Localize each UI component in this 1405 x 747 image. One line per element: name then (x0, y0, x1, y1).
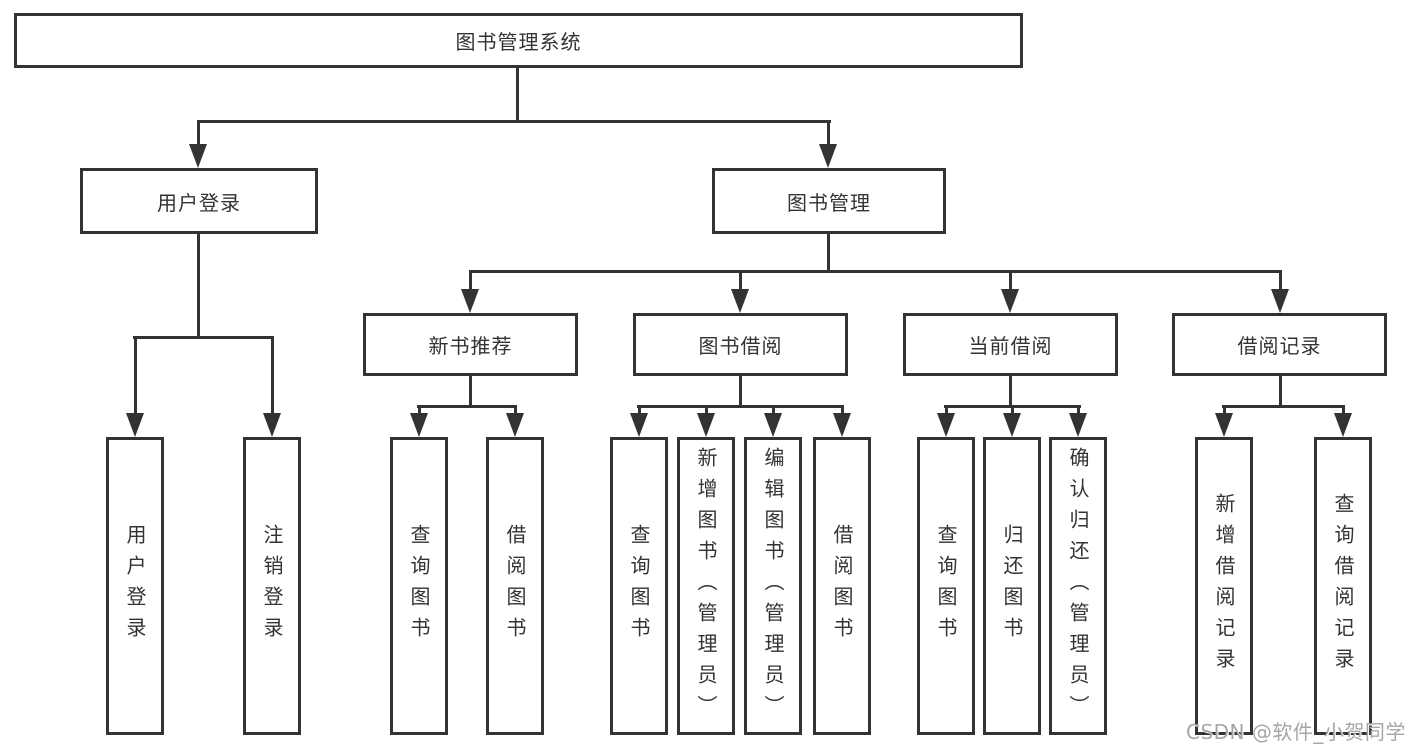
node-current-borrow-label: 当前借阅 (968, 334, 1053, 358)
connector-to-logout (271, 336, 274, 416)
arrow-head-cb-return-books (1003, 413, 1021, 437)
leaf-nbr-query-books-label: 查询图书 (407, 524, 431, 648)
arrow-head-nbr-borrow-books (506, 413, 524, 437)
connector-root-trunk (516, 68, 519, 123)
connector-to-current-borrow (1009, 270, 1012, 292)
connector-to-login (134, 336, 137, 416)
leaf-cb-query-books: 查询图书 (917, 437, 975, 735)
connector-to-book-borrow (739, 270, 742, 292)
node-user-login: 用户登录 (80, 168, 318, 234)
connector-br-split (1222, 405, 1345, 408)
leaf-cb-return-books-label: 归还图书 (1000, 524, 1024, 648)
csdn-watermark: CSDN @软件_小贺同学 (1186, 720, 1405, 744)
connector-to-cb-confirm-return (1077, 405, 1080, 415)
arrow-head-book-management (819, 144, 837, 168)
connector-to-book-management (827, 120, 830, 148)
leaf-br-add-record-label: 新增借阅记录 (1212, 493, 1236, 679)
leaf-br-add-record: 新增借阅记录 (1195, 437, 1253, 735)
arrow-head-borrow-records (1271, 289, 1289, 313)
leaf-logout-label: 注销登录 (260, 524, 284, 648)
node-current-borrow: 当前借阅 (903, 313, 1118, 376)
leaf-cb-return-books: 归还图书 (983, 437, 1041, 735)
node-borrow-records-label: 借阅记录 (1237, 334, 1322, 358)
leaf-nbr-borrow-books-label: 借阅图书 (503, 524, 527, 648)
arrow-head-book-borrow (731, 289, 749, 313)
arrow-head-cb-query-books (937, 413, 955, 437)
leaf-bb-add-books-admin: 新增图书（管理员） (677, 437, 735, 735)
connector-to-bb-query-books (638, 405, 641, 415)
connector-bb-split (637, 405, 844, 408)
arrow-head-new-book-recommend (461, 289, 479, 313)
arrow-head-br-query-record (1334, 413, 1352, 437)
connector-user-login-trunk (197, 233, 200, 339)
arrow-head-bb-add-books (697, 413, 715, 437)
leaf-cb-confirm-return-admin: 确认归还（管理员） (1049, 437, 1107, 735)
leaf-nbr-borrow-books: 借阅图书 (486, 437, 544, 735)
node-book-management-label: 图书管理 (787, 190, 871, 215)
connector-br-trunk (1279, 376, 1282, 408)
connector-to-br-add-record (1223, 405, 1226, 415)
connector-to-new-book-recommend (469, 270, 472, 292)
leaf-user-login-label: 用户登录 (123, 524, 147, 648)
connector-to-user-login (197, 120, 200, 148)
leaf-bb-add-books-admin-label: 新增图书（管理员） (694, 446, 718, 726)
leaf-br-query-record-label: 查询借阅记录 (1331, 493, 1355, 679)
leaf-bb-borrow-books: 借阅图书 (813, 437, 871, 735)
connector-user-login-split (133, 336, 274, 339)
node-user-login-label: 用户登录 (157, 190, 241, 215)
node-borrow-records: 借阅记录 (1172, 313, 1387, 376)
leaf-bb-query-books-label: 查询图书 (627, 524, 651, 648)
connector-to-borrow-records (1279, 270, 1282, 292)
arrow-head-current-borrow (1001, 289, 1019, 313)
connector-root-split (197, 120, 831, 123)
connector-book-management-split (469, 270, 1282, 273)
arrow-head-bb-query-books (630, 413, 648, 437)
connector-nbr-trunk (469, 376, 472, 408)
leaf-user-login: 用户登录 (106, 437, 164, 735)
connector-nbr-split (417, 405, 517, 408)
node-book-borrow-label: 图书借阅 (698, 334, 783, 358)
node-book-management: 图书管理 (712, 168, 946, 234)
connector-to-nbr-borrow-books (514, 405, 517, 415)
arrow-head-user-login (189, 144, 207, 168)
connector-to-bb-edit-books (772, 405, 775, 415)
connector-to-nbr-query-books (418, 405, 421, 415)
node-root-library-management-system: 图书管理系统 (14, 13, 1023, 68)
node-book-borrow: 图书借阅 (633, 313, 848, 376)
arrow-head-br-add-record (1215, 413, 1233, 437)
arrow-head-login (126, 413, 144, 437)
leaf-bb-borrow-books-label: 借阅图书 (830, 524, 854, 648)
arrow-head-bb-edit-books (764, 413, 782, 437)
leaf-cb-confirm-return-admin-label: 确认归还（管理员） (1066, 446, 1090, 726)
connector-to-bb-borrow-books (841, 405, 844, 415)
connector-to-cb-return-books (1011, 405, 1014, 415)
arrow-head-bb-borrow-books (833, 413, 851, 437)
leaf-cb-query-books-label: 查询图书 (934, 524, 958, 648)
node-root-label: 图书管理系统 (455, 30, 582, 54)
leaf-logout: 注销登录 (243, 437, 301, 735)
node-new-book-recommend-label: 新书推荐 (428, 334, 513, 358)
connector-cb-trunk (1009, 376, 1012, 408)
connector-to-br-query-record (1342, 405, 1345, 415)
arrow-head-cb-confirm-return (1069, 413, 1087, 437)
connector-bb-trunk (739, 376, 742, 408)
connector-to-bb-add-books (705, 405, 708, 415)
leaf-bb-query-books: 查询图书 (610, 437, 668, 735)
arrow-head-nbr-query-books (410, 413, 428, 437)
leaf-bb-edit-books-admin: 编辑图书（管理员） (744, 437, 802, 735)
connector-book-management-trunk (827, 233, 830, 273)
leaf-bb-edit-books-admin-label: 编辑图书（管理员） (761, 446, 785, 726)
node-new-book-recommend: 新书推荐 (363, 313, 578, 376)
connector-to-cb-query-books (945, 405, 948, 415)
leaf-nbr-query-books: 查询图书 (390, 437, 448, 735)
leaf-br-query-record: 查询借阅记录 (1314, 437, 1372, 735)
arrow-head-logout (263, 413, 281, 437)
